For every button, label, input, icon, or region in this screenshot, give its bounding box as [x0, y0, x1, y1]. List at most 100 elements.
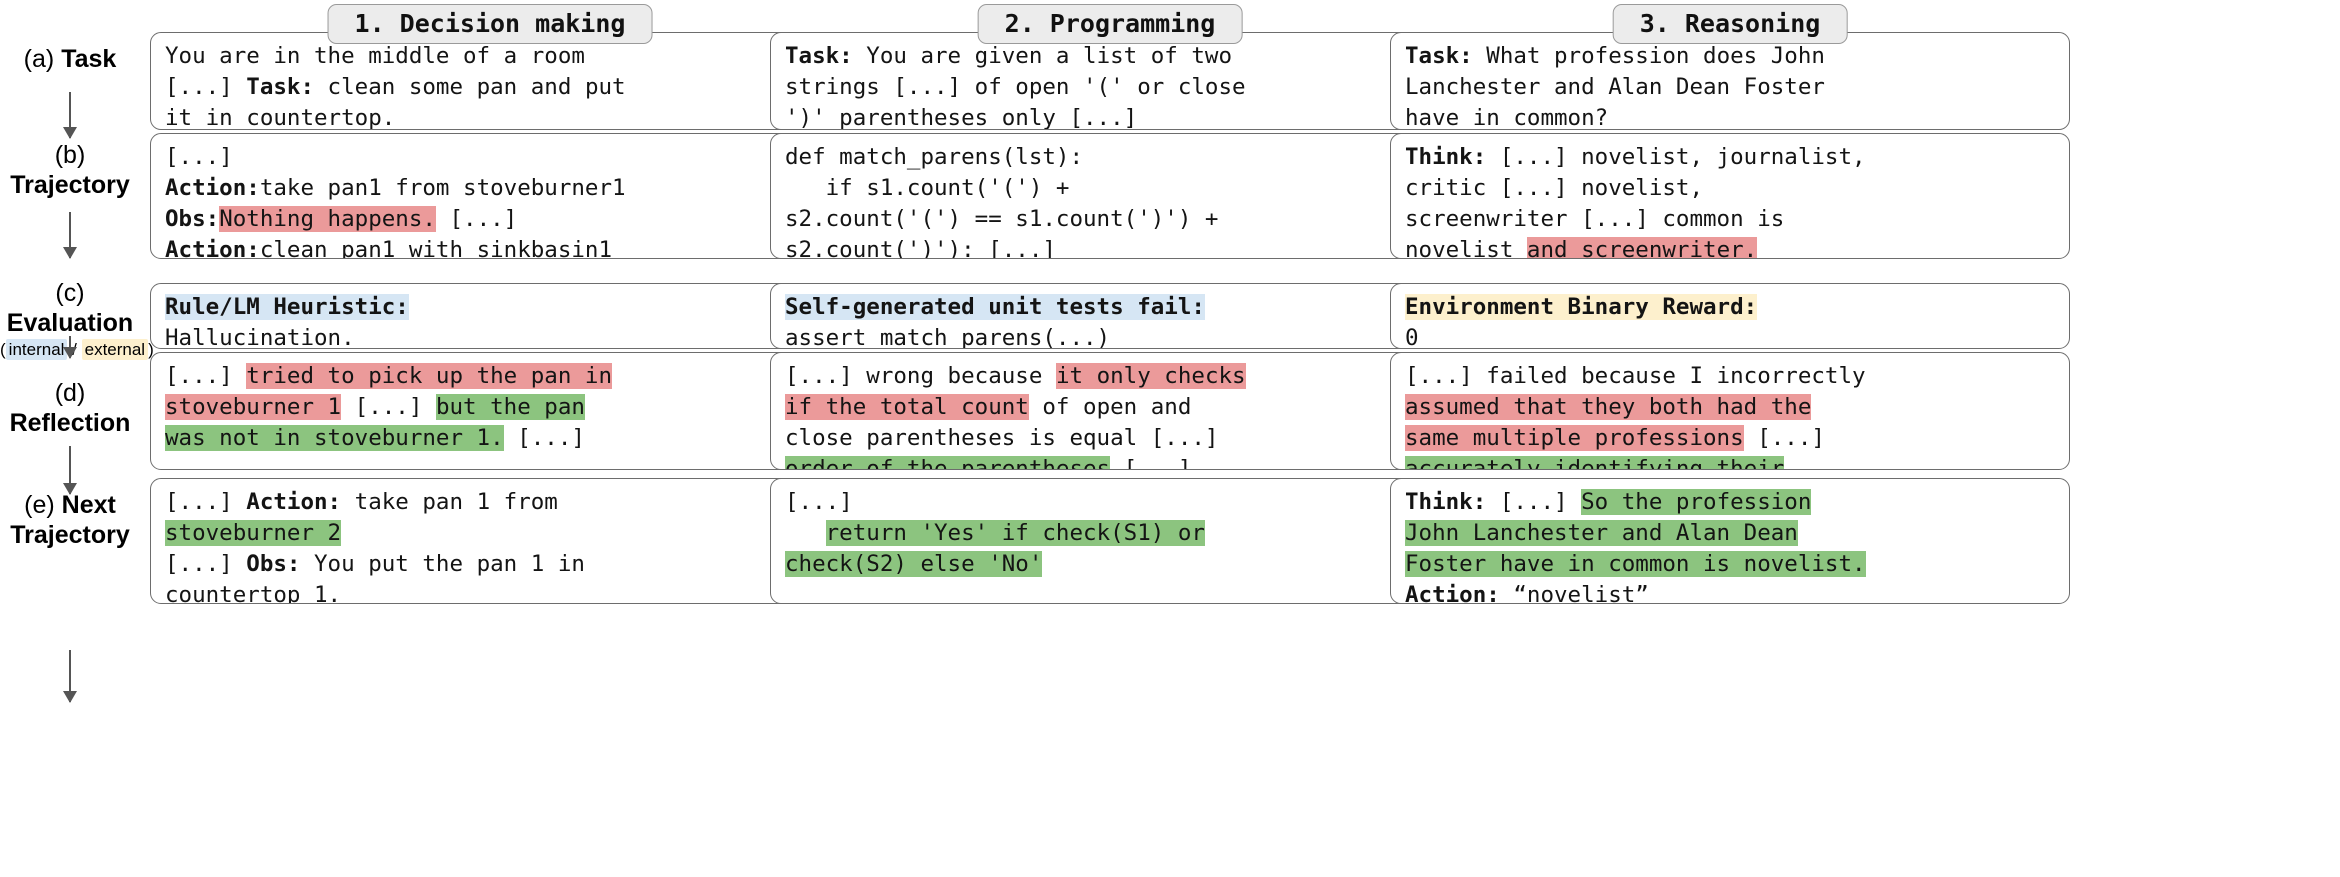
- column-title-decision-making: 1. Decision making: [327, 4, 653, 44]
- highlight-green: order of the parentheses: [785, 456, 1111, 469]
- text-span: [...]: [1486, 489, 1582, 515]
- text-line: [...] Action: take pan 1 from: [165, 487, 817, 518]
- text-span: You put the pan 1 in: [300, 551, 585, 577]
- text-line: [...] wrong because it only checks: [785, 361, 1437, 392]
- text-span: Think:: [1405, 144, 1487, 170]
- text-span: novelist: [1405, 237, 1527, 259]
- stage-label-c: (c)Evaluation(internal / external): [0, 278, 154, 360]
- text-line: Think: [...] So the profession: [1405, 487, 2057, 518]
- column-title-reasoning: 3. Reasoning: [1612, 4, 1848, 44]
- stage-prefix: (b): [54, 141, 86, 169]
- text-span: [...]: [435, 206, 518, 232]
- stage-label-rail: (a) Task(b)Trajectory(c)Evaluation(inter…: [0, 0, 154, 877]
- text-line: [...]: [785, 487, 1437, 518]
- text-line: screenwriter [...] common is: [1405, 204, 2057, 235]
- stage-name: Trajectory: [10, 171, 130, 199]
- text-span: [...]: [1743, 425, 1825, 451]
- box-trajectory-programming: def match_parens(lst): if s1.count('(') …: [770, 133, 1450, 259]
- text-line: s2.count('(') == s1.count(')') +: [785, 204, 1437, 235]
- text-span: close parentheses is equal [...]: [785, 425, 1219, 451]
- text-line: Lanchester and Alan Dean Foster: [1405, 72, 2057, 103]
- text-line: if the total count of open and: [785, 392, 1437, 423]
- text-line: [...] Task: clean some pan and put: [165, 72, 817, 103]
- text-span: s2.count(')'): [...]: [785, 237, 1056, 259]
- text-line: s2.count(')'): [...]: [785, 235, 1437, 259]
- box-task-decision-making: You are in the middle of a room [...] Tas…: [150, 32, 830, 130]
- text-line: Think: [...] novelist, journalist,: [1405, 142, 2057, 173]
- highlight-green: Foster have in common is novelist.: [1405, 551, 1866, 577]
- highlight-yellow: Environment Binary Reward:: [1405, 294, 1758, 320]
- text-span: Hallucination.: [165, 325, 355, 349]
- stage-label-a: (a) Task: [0, 44, 140, 74]
- text-span: Obs:: [165, 206, 220, 232]
- internal-chip: internal: [5, 339, 68, 360]
- text-line: order of the parentheses [...]: [785, 454, 1437, 470]
- text-span: take pan1 from stoveburner1: [259, 175, 626, 201]
- text-line: if s1.count('(') +: [785, 173, 1437, 204]
- text-span: it in countertop.: [165, 105, 396, 130]
- stage-label-d: (d)Reflection: [0, 378, 140, 438]
- text-line: ')' parentheses only [...]: [785, 103, 1437, 129]
- column-title-programming: 2. Programming: [977, 4, 1243, 44]
- stage-label-text: (a) Task: [0, 44, 140, 74]
- text-line: stoveburner 2: [165, 518, 817, 549]
- text-span: Task:: [1405, 43, 1473, 69]
- text-span: [...]: [165, 363, 247, 389]
- text-line: close parentheses is equal [...]: [785, 423, 1437, 454]
- text-line: Action: “novelist”: [1405, 580, 2057, 604]
- text-line: [...] tried to pick up the pan in: [165, 361, 817, 392]
- evaluation-source-note: (internal / external): [0, 339, 154, 360]
- flow-arrow-3: [63, 336, 77, 359]
- text-span: if s1.count('(') +: [785, 175, 1070, 201]
- text-span: You are in the middle of a room: [165, 43, 585, 69]
- text-line: accurately identifying their: [1405, 454, 2057, 469]
- text-line: Hallucination.: [165, 323, 817, 349]
- highlight-red: same multiple professions: [1405, 425, 1744, 451]
- text-span: [...]: [165, 489, 247, 515]
- text-span: Action:: [165, 237, 260, 259]
- flow-arrow-5: [63, 650, 77, 703]
- stage-prefix: (e): [24, 491, 55, 519]
- text-span: Task:: [785, 43, 853, 69]
- text-span: Task:: [246, 74, 315, 100]
- text-span: [...]: [341, 394, 436, 420]
- stage-name: Task: [61, 45, 117, 73]
- text-line: it in countertop.: [165, 103, 817, 130]
- text-line: Foster have in common is novelist.: [1405, 549, 2057, 580]
- text-span: def match_parens(lst):: [785, 144, 1084, 170]
- highlight-red: stoveburner 1: [165, 394, 342, 420]
- stage-name: Evaluation: [6, 309, 134, 337]
- text-line: [...]: [165, 142, 817, 173]
- text-span: Obs:: [246, 551, 301, 577]
- text-line: strings [...] of open '(' or close: [785, 72, 1437, 103]
- stage-name-line2: Trajectory: [10, 521, 130, 549]
- text-line: countertop 1.: [165, 580, 817, 603]
- text-span: Lanchester and Alan Dean Foster: [1405, 74, 1825, 100]
- stage-label-b: (b)Trajectory: [0, 140, 140, 200]
- text-span: strings [...] of open '(' or close: [785, 74, 1246, 100]
- text-span: [...]: [1110, 456, 1192, 470]
- stage-label-text: (e) Next: [0, 490, 140, 520]
- highlight-red: tried to pick up the pan in: [246, 363, 613, 389]
- highlight-red: Nothing happens.: [219, 206, 436, 232]
- flow-arrow-1: [63, 92, 77, 139]
- text-span: of open and: [1028, 394, 1192, 420]
- text-span: Action:: [1405, 582, 1500, 604]
- flow-arrow-4: [63, 446, 77, 495]
- external-chip: external: [81, 339, 149, 360]
- highlight-green: John Lanchester and Alan Dean: [1405, 520, 1798, 546]
- highlight-red: and screenwriter.: [1526, 237, 1758, 258]
- text-span: critic [...] novelist,: [1405, 175, 1704, 201]
- text-line: critic [...] novelist,: [1405, 173, 2057, 204]
- text-span: [...]: [503, 425, 585, 451]
- text-span: You are given a list of two: [852, 43, 1233, 69]
- text-span: s2.count('(') == s1.count(')') +: [785, 206, 1219, 232]
- text-span: 0: [1405, 325, 1419, 349]
- text-span: Action:: [246, 489, 342, 515]
- highlight-green: So the profession: [1581, 489, 1812, 515]
